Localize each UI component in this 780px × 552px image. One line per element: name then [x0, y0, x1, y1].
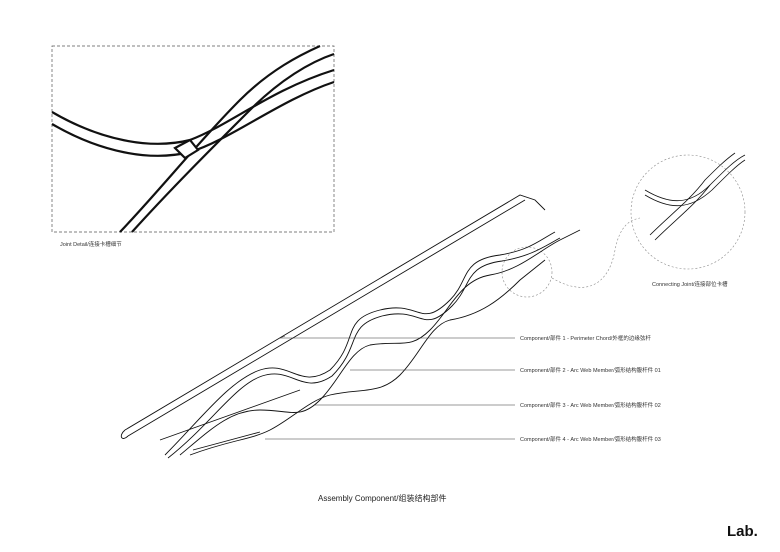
component-label-3: Component/部件 3 - Arc Web Member/弧形结构腹杆件 …	[520, 403, 661, 409]
component-label-4: Component/部件 4 - Arc Web Member/弧形结构腹杆件 …	[520, 437, 661, 443]
component-label-1: Component/部件 1 - Perimeter Chord/外框的边缘弦杆	[520, 336, 651, 342]
assembly-model	[120, 194, 581, 459]
detail-frame	[51, 45, 335, 233]
component-label-2: Component/部件 2 - Arc Web Member/弧形结构腹杆件 …	[520, 368, 661, 374]
drawing-title: Assembly Component/组装结构部件	[318, 494, 447, 503]
logo: Lab.	[727, 523, 758, 540]
joint-zoom-circle	[630, 154, 746, 270]
joint-label: Connecting Joint/连接部位卡槽	[652, 282, 728, 288]
detail-label: Joint Detail/连接卡槽细节	[60, 242, 122, 248]
detail-view	[51, 44, 335, 233]
